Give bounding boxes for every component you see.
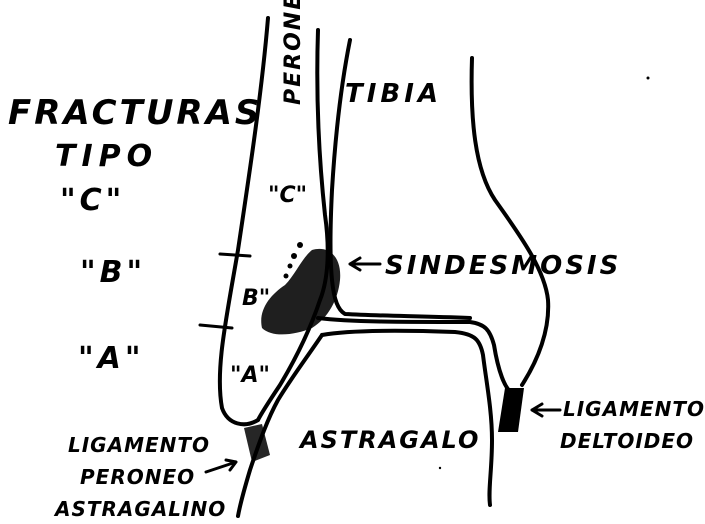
talus-dome (322, 331, 492, 505)
type-b-label: "B" (80, 255, 146, 290)
sindesmosis-label: SINDESMOSIS (385, 251, 621, 281)
tibia-label: TIBIA (345, 79, 442, 109)
ligamento-peroneo-line3: ASTRAGALINO (53, 497, 226, 521)
ligamento-peroneo-line1: LIGAMENTO (68, 433, 210, 457)
tibia-medial-edge (472, 58, 549, 385)
ligamento-deltoideo-line2: DELTOIDEO (560, 429, 694, 453)
type-a-label: "A" (78, 341, 144, 376)
level-a-tick (200, 325, 232, 328)
ligamento-deltoideo-line1: LIGAMENTO (563, 397, 705, 421)
deltoideo-arrow (532, 404, 560, 416)
title-line2: TIPO (55, 139, 158, 174)
title-line1: FRACTURAS (8, 93, 262, 133)
perone-label: PERONE (281, 0, 306, 105)
zone-c-label: "C" (268, 183, 307, 208)
level-b-tick (220, 254, 250, 256)
speck (647, 77, 650, 80)
speck (439, 467, 441, 469)
type-c-label: "C" (60, 183, 125, 218)
deltoid-ligament (498, 388, 524, 432)
sindesmosis-arrow (350, 258, 380, 270)
astragalo-label: ASTRAGALO (298, 426, 480, 454)
peroneo-arrow (206, 460, 236, 472)
zone-a-label: "A" (230, 363, 270, 388)
ligamento-peroneo-line2: PERONEO (80, 465, 195, 489)
zone-b-label: B" (242, 286, 270, 311)
